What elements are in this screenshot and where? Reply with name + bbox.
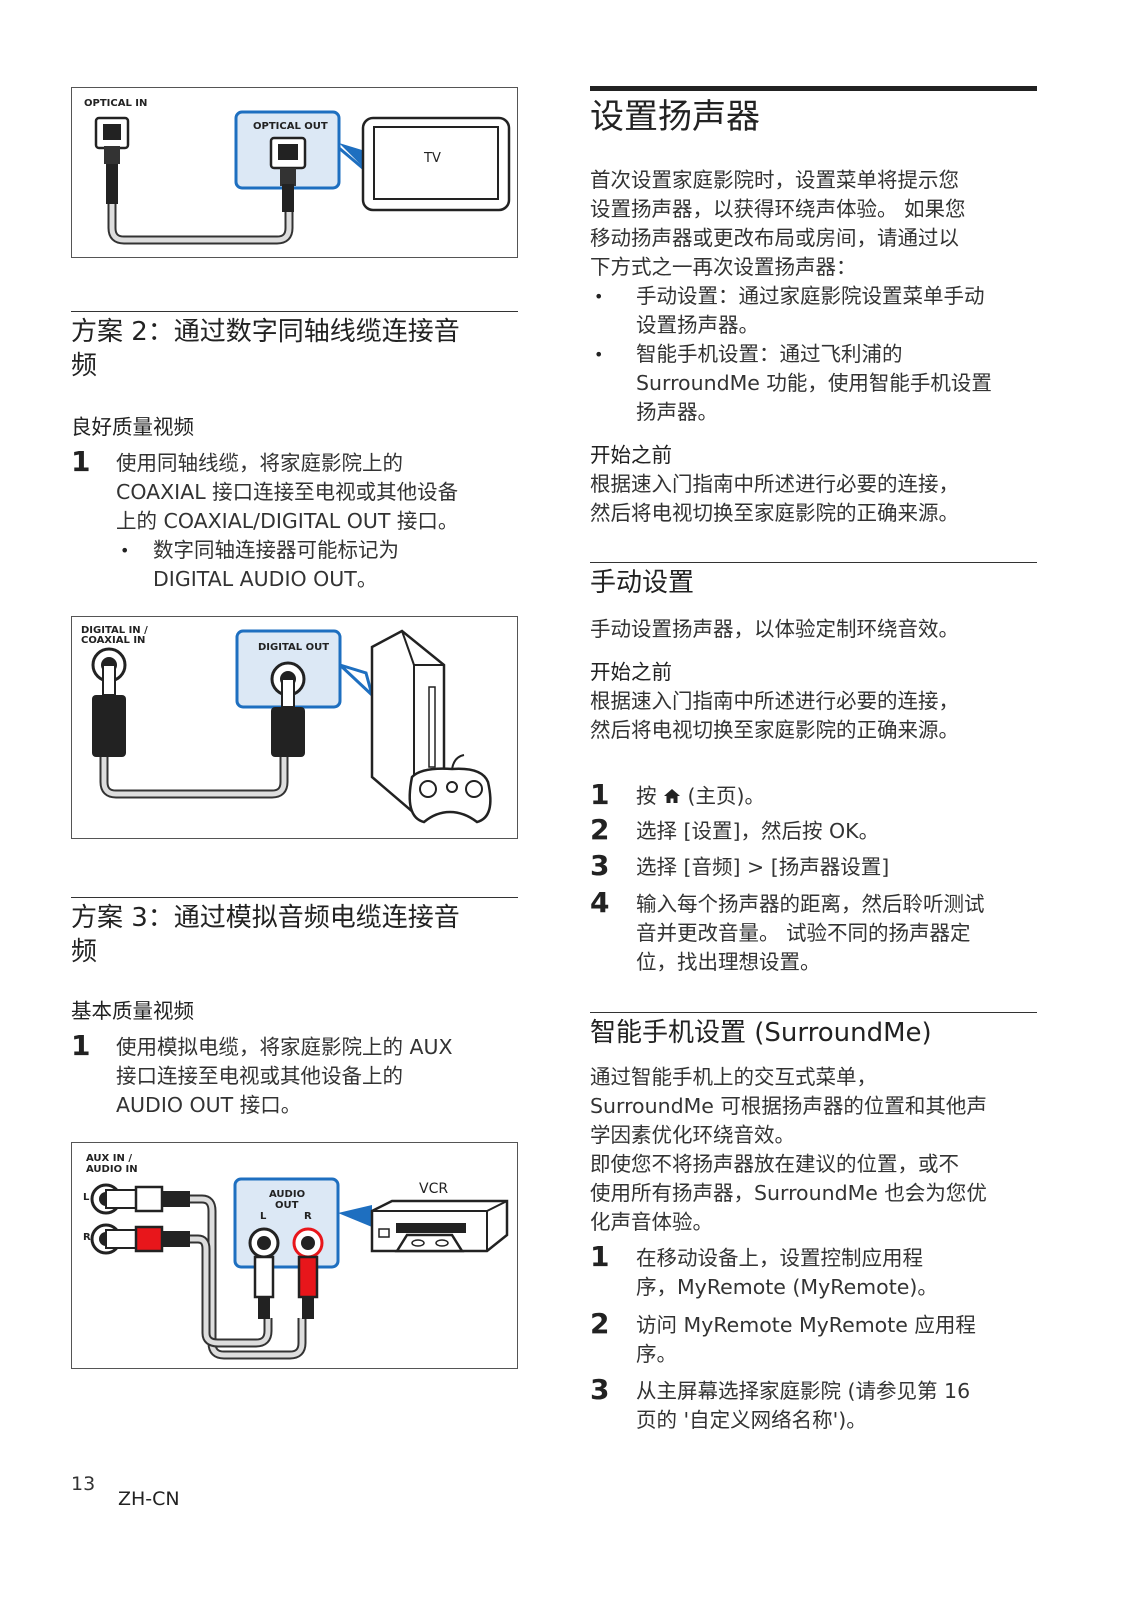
tv-label: TV	[424, 151, 441, 166]
audio-out-audio-label: AUDIO	[269, 1189, 306, 1200]
optical-in-label: OPTICAL IN	[84, 98, 148, 109]
option3-divider	[71, 897, 518, 898]
audio-out-out-label: OUT	[275, 1200, 299, 1211]
digital-in-label-2: COAXIAL IN	[81, 635, 146, 646]
smart-step-2-number: 2	[590, 1307, 610, 1340]
option2-step-number: 1	[71, 445, 91, 478]
option3-heading: 方案 3：通过模拟音频电缆连接音 频	[71, 903, 460, 967]
intro-bullet-2: 智能手机设置：通过飞利浦的 SurroundMe 功能，使用智能手机设置 扬声器…	[636, 342, 992, 424]
option3-step-text: 使用模拟电缆，将家庭影院上的 AUX 接口连接至电视或其他设备上的 AUDIO …	[116, 1035, 453, 1117]
before-paragraph: 根据速入门指南中所述进行必要的连接， 然后将电视切换至家庭影院的正确来源。	[590, 472, 959, 525]
manual-step-4-number: 4	[590, 886, 610, 919]
page-number: 13	[71, 1473, 96, 1495]
manual-step-3-number: 3	[590, 849, 610, 882]
before-title: 开始之前	[590, 443, 672, 467]
smart-heading: 智能手机设置 (SurroundMe)	[590, 1018, 932, 1048]
coaxial-diagram	[91, 629, 492, 824]
smart-step-3-text: 从主屏幕选择家庭影院 (请参见第 16 页的 '自定义网络名称')。	[636, 1379, 971, 1432]
intro-bullet-mark-1: •	[594, 287, 604, 306]
intro-bullet-mark-2: •	[594, 345, 604, 364]
title-rule	[590, 86, 1037, 91]
smart-step-2-text: 访问 MyRemote MyRemote 应用程 序。	[636, 1313, 976, 1366]
coaxial-connection-figure: DIGITAL IN / COAXIAL IN DIGITAL OUT	[71, 616, 518, 839]
intro-paragraph: 首次设置家庭影院时，设置菜单将提示您 设置扬声器，以获得环绕声体验。 如果您 移…	[590, 168, 966, 279]
smart-step-3-number: 3	[590, 1373, 610, 1406]
audio-out-r-label: R	[304, 1211, 312, 1222]
optical-connection-figure: OPTICAL IN OPTICAL OUT TV	[71, 87, 518, 258]
home-icon	[663, 784, 681, 803]
digital-in-label-1: DIGITAL IN /	[81, 625, 148, 636]
manual-step-3-text: 选择 [音频] > [扬声器设置]	[636, 855, 890, 879]
option2-bullet-mark: •	[120, 541, 130, 560]
option2-heading: 方案 2：通过数字同轴线缆连接音 频	[71, 317, 460, 381]
option3-subheading: 基本质量视频	[71, 999, 194, 1023]
digital-out-label: DIGITAL OUT	[258, 642, 330, 653]
manual-divider	[590, 562, 1037, 563]
optical-diagram	[94, 110, 511, 245]
page-title: 设置扬声器	[590, 97, 760, 137]
option2-divider	[71, 311, 518, 312]
intro-bullet-1: 手动设置：通过家庭影院设置菜单手动 设置扬声器。	[636, 284, 985, 337]
language-code: ZH-CN	[118, 1488, 180, 1510]
aux-connection-figure: AUX IN / AUDIO IN L R AUDIO OUT L R VCR	[71, 1142, 518, 1369]
vcr-label: VCR	[419, 1181, 449, 1197]
aux-l-label: L	[83, 1192, 90, 1203]
option2-bullet-text: 数字同轴连接器可能标记为 DIGITAL AUDIO OUT。	[153, 538, 399, 591]
audio-out-l-label: L	[260, 1211, 267, 1222]
manual-step-1-number: 1	[590, 778, 610, 811]
manual-step-1-text: 按 (主页)。	[636, 784, 766, 808]
manual-heading: 手动设置	[590, 568, 695, 598]
aux-in-label-2: AUDIO IN	[86, 1164, 138, 1175]
option2-subheading: 良好质量视频	[71, 415, 194, 439]
option2-step-text: 使用同轴线缆，将家庭影院上的 COAXIAL 接口连接至电视或其他设备 上的 C…	[116, 451, 459, 533]
smart-divider	[590, 1012, 1037, 1013]
smart-step-1-number: 1	[590, 1240, 610, 1273]
manual-intro: 手动设置扬声器，以体验定制环绕音效。	[590, 617, 959, 641]
aux-diagram	[90, 1177, 509, 1360]
smart-step-1-text: 在移动设备上，设置控制应用程 序，MyRemote (MyRemote)。	[636, 1246, 938, 1299]
manual-step-2-number: 2	[590, 813, 610, 846]
optical-out-label: OPTICAL OUT	[253, 121, 328, 132]
aux-in-label-1: AUX IN /	[86, 1153, 132, 1164]
aux-r-label: R	[83, 1232, 91, 1243]
option3-step-number: 1	[71, 1029, 91, 1062]
manual-step-4-text: 输入每个扬声器的距离，然后聆听测试 音并更改音量。 试验不同的扬声器定 位，找出…	[636, 892, 985, 974]
manual-step-2-text: 选择 [设置]，然后按 OK。	[636, 819, 880, 843]
manual-before-title: 开始之前	[590, 660, 672, 684]
manual-before-paragraph: 根据速入门指南中所述进行必要的连接， 然后将电视切换至家庭影院的正确来源。	[590, 689, 959, 742]
smart-intro: 通过智能手机上的交互式菜单， SurroundMe 可根据扬声器的位置和其他声 …	[590, 1065, 987, 1234]
